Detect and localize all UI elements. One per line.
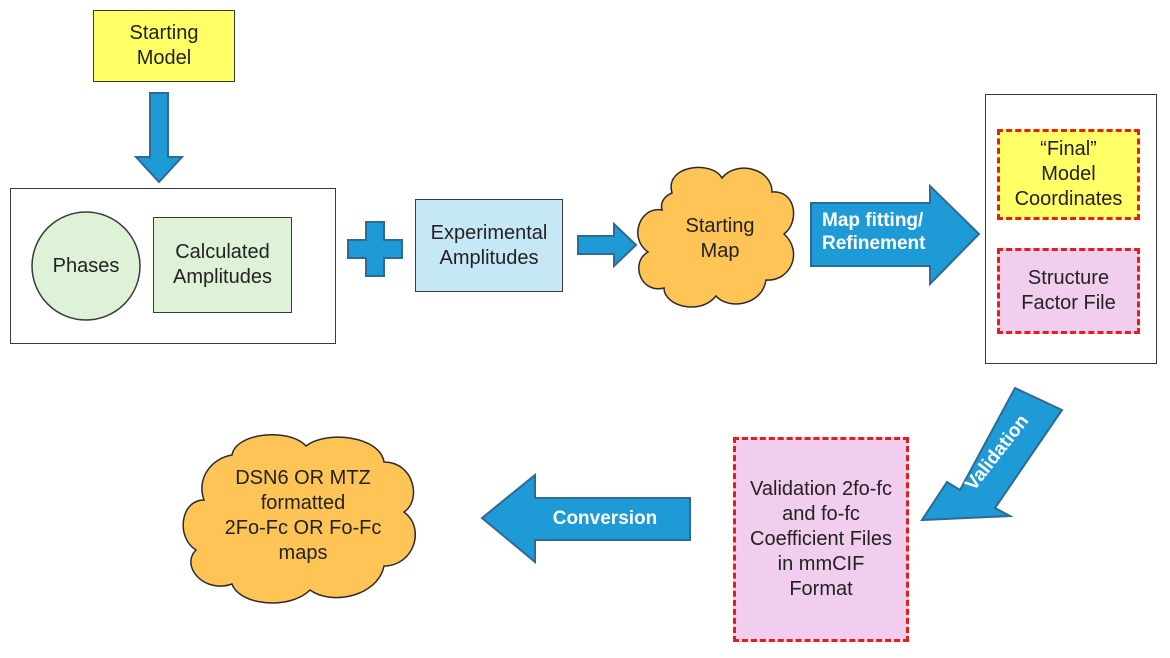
starting-map-line-1: Starting <box>685 215 755 237</box>
to-map-arrow <box>577 221 638 269</box>
starting-model-box: Starting Model <box>93 10 235 82</box>
final-coordinates-box: “Final” Model Coordinates <box>997 129 1140 220</box>
final-coordinates-line-3: Coordinates <box>1014 188 1123 210</box>
conversion-arrow-label: Conversion <box>552 508 658 529</box>
validation-files-line-3: Coefficient Files <box>750 528 892 550</box>
validation-files-line-1: Validation 2fo-fc <box>750 478 892 500</box>
experimental-amplitudes-line-1: Experimental <box>430 221 548 244</box>
final-coordinates-line-2: Model <box>1041 163 1096 185</box>
validation-arrow <box>920 386 1064 522</box>
plus-icon <box>347 221 403 277</box>
output-maps-cloud <box>182 434 416 604</box>
validation-files-line-5: Format <box>789 578 853 600</box>
output-maps-label: DSN6 OR MTZ formatted 2Fo-Fc OR Fo-Fc ma… <box>198 466 408 566</box>
starting-model-line-1: Starting <box>129 22 199 44</box>
output-maps-line-1: DSN6 OR MTZ <box>235 467 371 489</box>
calculated-amplitudes-line-2: Amplitudes <box>173 266 272 288</box>
starting-model-line-2: Model <box>136 47 192 69</box>
output-maps-line-2: formatted <box>260 492 346 514</box>
down-arrow <box>133 92 185 184</box>
starting-map-cloud <box>637 166 795 308</box>
phases-circle <box>31 211 141 321</box>
output-maps-line-3: 2Fo-Fc OR Fo-Fc <box>224 517 382 539</box>
starting-map-line-2: Map <box>700 240 740 262</box>
calculated-amplitudes-box: Calculated Amplitudes <box>153 217 292 313</box>
validation-files-line-2: and fo-fc <box>782 503 860 525</box>
structure-factor-line-2: Factor File <box>1021 292 1116 314</box>
phases-label: Phases <box>52 254 120 277</box>
experimental-amplitudes-line-2: Amplitudes <box>439 246 539 269</box>
model-components-box <box>10 188 336 344</box>
results-box <box>985 94 1157 364</box>
structure-factor-line-1: Structure <box>1027 267 1110 289</box>
calculated-amplitudes-line-1: Calculated <box>175 241 270 263</box>
final-coordinates-line-1: “Final” <box>1040 138 1097 160</box>
validation-files-line-4: in mmCIF <box>777 553 865 575</box>
starting-map-label: Starting Map <box>660 214 780 264</box>
validation-files-box: Validation 2fo-fc and fo-fc Coefficient … <box>733 437 909 642</box>
refinement-arrow-label: Map fitting/ Refinement <box>822 210 926 254</box>
output-maps-line-4: maps <box>278 542 328 564</box>
experimental-amplitudes-box: Experimental Amplitudes <box>415 199 563 292</box>
conversion-arrow <box>480 472 691 565</box>
refinement-arrow <box>810 183 981 287</box>
structure-factor-box: Structure Factor File <box>997 248 1140 334</box>
